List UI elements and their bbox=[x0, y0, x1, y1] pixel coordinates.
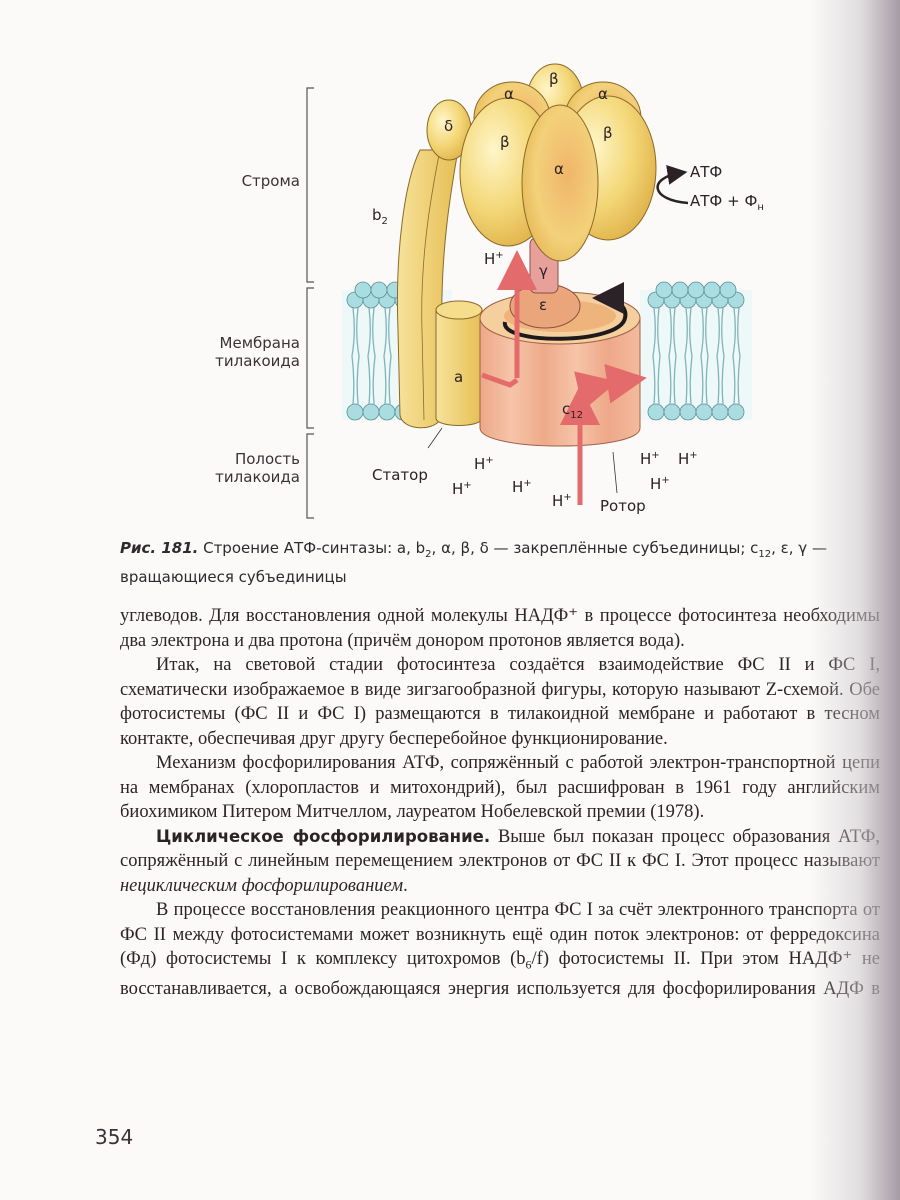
alpha-center bbox=[521, 104, 599, 262]
label-stator: Статор bbox=[372, 466, 428, 484]
label-alpha-right: α bbox=[598, 85, 608, 103]
label-alpha-center: α bbox=[554, 160, 564, 178]
label-atp: АТФ bbox=[690, 163, 723, 181]
proton-label: H+ bbox=[678, 450, 698, 468]
caption-text: Строение АТФ-синтазы: a, b bbox=[198, 539, 426, 557]
label-epsilon: ε bbox=[539, 296, 548, 314]
page-number: 354 bbox=[95, 1125, 134, 1149]
zone-label-lumen: Полость тилакоида bbox=[215, 450, 300, 486]
proton-label: H+ bbox=[552, 492, 572, 510]
a-subunit bbox=[435, 302, 483, 426]
figure-number: Рис. 181. bbox=[120, 539, 199, 557]
label-b2: b2 bbox=[372, 206, 388, 227]
zone-label-membrane: Мембрана тилакоида bbox=[215, 334, 300, 370]
emphasis-term: нециклическим фосфорилированием bbox=[120, 875, 404, 896]
label-beta-left: β bbox=[500, 133, 510, 151]
label-gamma: γ bbox=[539, 262, 548, 280]
paragraph-text: Выше был показан процесс образования АТФ… bbox=[120, 826, 880, 872]
paragraph-text: . bbox=[403, 875, 408, 896]
label-beta-right: β bbox=[603, 124, 613, 142]
atp-synthase-diagram bbox=[306, 63, 752, 519]
caption-sub: 12 bbox=[758, 549, 772, 560]
proton-label: H+ bbox=[452, 480, 472, 498]
paragraph: Механизм фосфорилирования АТФ, сопряжённ… bbox=[120, 753, 880, 822]
proton-label: H+ bbox=[474, 455, 494, 473]
proton-label: H+ bbox=[650, 475, 670, 493]
b2-stalk bbox=[396, 149, 459, 429]
proton-label: H+ bbox=[640, 450, 660, 468]
paragraph: В процессе восстановления реакционного ц… bbox=[120, 898, 880, 1002]
paragraph-text: В процессе восстановления реакционного ц… bbox=[120, 900, 880, 969]
run-in-heading: Циклическое фосфорилирование. bbox=[156, 826, 491, 846]
label-beta-top: β bbox=[549, 70, 559, 88]
label-rotor: Ротор bbox=[600, 497, 646, 515]
caption-sub: 2 bbox=[425, 549, 432, 560]
caption-text: , α, β, δ — закреплённые субъединицы; c bbox=[431, 539, 759, 557]
zone-label-stroma: Строма bbox=[241, 172, 300, 190]
proton-label: H+ bbox=[512, 478, 532, 496]
proton-label: H+ bbox=[484, 250, 504, 268]
body-text: углеводов. Для восстановления одной моле… bbox=[120, 604, 880, 1002]
figure-caption: Рис. 181. Строение АТФ-синтазы: a, b2, α… bbox=[120, 537, 860, 588]
label-adp-pi: АТФ + Фн bbox=[690, 192, 764, 213]
paragraph: Итак, на световой стадии фотосинтеза соз… bbox=[120, 655, 880, 749]
paragraph: углеводов. Для восстановления одной моле… bbox=[120, 606, 880, 651]
label-c12: c12 bbox=[562, 400, 583, 421]
c12-rotor bbox=[479, 317, 641, 447]
label-delta: δ bbox=[444, 117, 454, 135]
paragraph-text: /f) фотосистемы II. При этом НАДФ⁺ не во… bbox=[120, 949, 880, 1000]
atp-synthase-figure: Строма Мембрана тилакоида Полость тилако… bbox=[0, 0, 900, 530]
label-alpha-left: α bbox=[504, 85, 514, 103]
paragraph: Циклическое фосфорилирование. Выше был п… bbox=[120, 825, 880, 899]
subscript: 6 bbox=[525, 957, 532, 972]
zone-brackets bbox=[306, 87, 314, 519]
label-a: a bbox=[454, 368, 464, 386]
